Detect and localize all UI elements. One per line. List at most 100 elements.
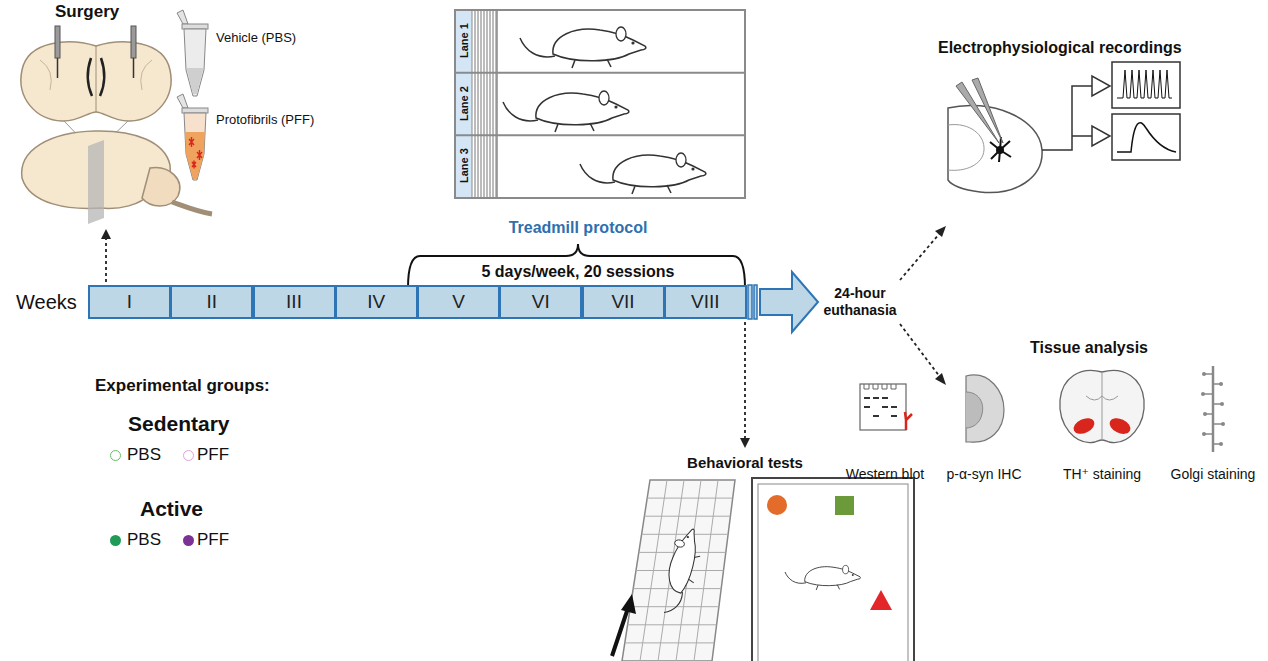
pff-tube bbox=[185, 132, 204, 179]
vehicle-tube bbox=[187, 68, 204, 94]
inclined-grid bbox=[630, 606, 719, 607]
th-section-icon bbox=[1107, 415, 1133, 437]
object-arena bbox=[767, 495, 787, 515]
ihc-slice-icon bbox=[966, 375, 1004, 442]
th-section-icon bbox=[1086, 396, 1118, 400]
vehicle-tube bbox=[182, 24, 208, 29]
dotted-arrow bbox=[744, 322, 746, 438]
dotted-arrow bbox=[105, 238, 107, 282]
object-arena bbox=[835, 496, 854, 515]
th-section-icon bbox=[1102, 372, 1103, 440]
th-section-icon bbox=[1060, 370, 1144, 442]
western-blot-icon bbox=[860, 384, 906, 430]
inclined-grid bbox=[628, 624, 717, 625]
lane-label: Lane 3 bbox=[457, 149, 470, 184]
vehicle-tube bbox=[177, 10, 208, 96]
trace-box bbox=[1112, 62, 1180, 108]
sagittal-brain bbox=[172, 202, 212, 214]
section-heading: Electrophysiological recordings bbox=[938, 38, 1182, 57]
legend-swatch bbox=[110, 450, 121, 461]
treadmill bbox=[455, 10, 745, 198]
sagittal-brain bbox=[88, 140, 104, 224]
treadmill bbox=[456, 11, 472, 197]
vehicle-tube bbox=[184, 29, 206, 96]
golgi-dendrite-icon bbox=[1219, 382, 1223, 386]
ihc-slice-icon bbox=[966, 375, 1004, 442]
inclined-grid bbox=[622, 480, 735, 661]
bracket bbox=[408, 244, 745, 288]
inclined-grid bbox=[647, 498, 733, 499]
treadmill bbox=[455, 72, 745, 74]
dotted-arrow bbox=[101, 229, 111, 282]
golgi-dendrite-icon bbox=[1221, 422, 1225, 426]
inclined-grid bbox=[694, 480, 718, 661]
dotted-arrow bbox=[935, 373, 946, 385]
axis-label: Weeks bbox=[16, 290, 77, 314]
week-number: I bbox=[127, 291, 132, 313]
golgi-dendrite-icon bbox=[1201, 392, 1205, 396]
ihc-slice-icon bbox=[966, 392, 983, 428]
group-name: Sedentary bbox=[128, 411, 230, 436]
injection-needle bbox=[55, 26, 136, 78]
icon-label: TH⁺ staining bbox=[1063, 466, 1141, 483]
legend-row: PFF bbox=[183, 530, 229, 550]
week-box: VII bbox=[582, 285, 665, 319]
timeline-arrow bbox=[754, 285, 757, 319]
recording-wires bbox=[1042, 76, 1110, 150]
endpoint-label: 24-hour euthanasia bbox=[821, 285, 899, 319]
inclined-grid bbox=[625, 642, 715, 643]
timeline-arrow bbox=[748, 272, 818, 332]
protocol-title: Treadmill protocol bbox=[509, 218, 648, 237]
object-arena bbox=[785, 565, 860, 590]
western-blot-icon bbox=[905, 412, 912, 430]
coronal-brain bbox=[21, 42, 171, 121]
electrode bbox=[956, 78, 1003, 143]
dotted-arrow bbox=[740, 438, 750, 448]
week-box: I bbox=[88, 285, 171, 319]
group-name: Active bbox=[140, 496, 203, 521]
recording-wires bbox=[1092, 126, 1110, 146]
week-number: VI bbox=[532, 291, 550, 313]
legend-row: PBS bbox=[110, 530, 161, 550]
golgi-dendrite-icon bbox=[1212, 366, 1215, 452]
pff-tube bbox=[184, 113, 206, 180]
treadmill bbox=[496, 10, 498, 198]
treadmill bbox=[520, 27, 646, 68]
western-blot-icon bbox=[864, 384, 896, 389]
week-number: II bbox=[206, 291, 217, 313]
inclined-grid bbox=[625, 480, 733, 661]
th-section-icon bbox=[1071, 415, 1097, 437]
dotted-arrow bbox=[101, 229, 111, 239]
dotted-arrow bbox=[900, 233, 940, 280]
inclined-grid bbox=[621, 594, 636, 614]
trace-box bbox=[1117, 70, 1172, 98]
trace-box bbox=[1117, 123, 1176, 152]
week-box: VI bbox=[499, 285, 582, 319]
icon-label: p-α-syn IHC bbox=[947, 466, 1022, 483]
brain-slice bbox=[996, 146, 1004, 154]
week-number: IV bbox=[367, 291, 385, 313]
week-number: V bbox=[452, 291, 465, 313]
bracket bbox=[408, 244, 745, 288]
golgi-dendrite-icon bbox=[1202, 432, 1206, 436]
legend-text: PFF bbox=[197, 530, 229, 550]
week-number: VII bbox=[611, 291, 634, 313]
coronal-brain bbox=[21, 42, 171, 121]
legend-swatch bbox=[110, 535, 121, 546]
vehicle-tube bbox=[177, 10, 188, 24]
schedule-note: 5 days/week, 20 sessions bbox=[481, 262, 674, 281]
section-heading: Behavioral tests bbox=[687, 454, 803, 472]
golgi-dendrite-icon bbox=[1220, 402, 1224, 406]
inclined-grid bbox=[612, 480, 735, 661]
coronal-brain bbox=[100, 58, 104, 96]
treadmill bbox=[472, 10, 473, 198]
week-box: VIII bbox=[664, 285, 747, 319]
object-arena bbox=[752, 478, 914, 661]
trace-box bbox=[1112, 114, 1180, 160]
week-box: II bbox=[170, 285, 253, 319]
week-box: III bbox=[253, 285, 336, 319]
golgi-dendrite-icon bbox=[1204, 374, 1222, 444]
th-section-icon bbox=[1060, 370, 1144, 442]
inclined-grid bbox=[657, 525, 708, 617]
